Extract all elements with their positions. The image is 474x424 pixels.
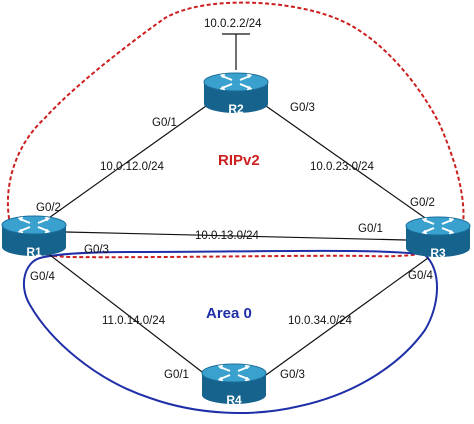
ripv2-label: RIPv2 xyxy=(218,152,260,169)
network-label-r1-r4: 11.0.14.0/24 xyxy=(102,315,166,327)
interface-label-r2-g03: G0/3 xyxy=(290,102,315,114)
router-r1-name: R1 xyxy=(26,245,42,259)
link-r3-r4 xyxy=(265,257,429,376)
router-r2[interactable]: R2 xyxy=(203,72,269,116)
interface-label-r3-g04: G0/4 xyxy=(408,270,434,282)
network-label-r3-r4: 10.0.34.0/24 xyxy=(288,315,353,327)
link-r1-r3 xyxy=(65,231,407,241)
router-r2-name: R2 xyxy=(228,102,244,116)
interface-label-r3-g02: G0/2 xyxy=(410,197,435,209)
router-r4-name: R4 xyxy=(226,393,242,407)
link-r1-r4 xyxy=(45,251,207,376)
link-r2-r3 xyxy=(265,105,429,221)
interface-label-r1-g03: G0/3 xyxy=(84,244,109,256)
router-r3-name: R3 xyxy=(430,246,446,260)
interface-label-r4-g01: G0/1 xyxy=(164,369,189,381)
network-label-r1-r2: 10.0.12.0/24 xyxy=(100,161,165,173)
network-label-r2-stub: 10.0.2.2/24 xyxy=(204,18,262,30)
router-r4[interactable]: R4 xyxy=(201,363,267,407)
network-label-r1-r3: 10.0.13.0/24 xyxy=(195,230,260,242)
interface-label-r1-g04: G0/4 xyxy=(30,271,56,283)
ripv2-boundary xyxy=(7,1,465,259)
area0-boundary xyxy=(22,249,438,414)
link-r1-r2 xyxy=(45,105,207,221)
interface-label-r4-g03: G0/3 xyxy=(280,369,305,381)
area0-label: Area 0 xyxy=(206,305,252,322)
interface-label-r2-g01: G0/1 xyxy=(152,117,177,129)
interface-label-r3-g01: G0/1 xyxy=(358,223,383,235)
router-r3[interactable]: R3 xyxy=(405,216,471,260)
interface-label-r1-g02: G0/2 xyxy=(36,202,61,214)
network-label-r2-r3: 10.0.23.0/24 xyxy=(310,161,375,173)
router-r1[interactable]: R1 xyxy=(1,215,67,259)
